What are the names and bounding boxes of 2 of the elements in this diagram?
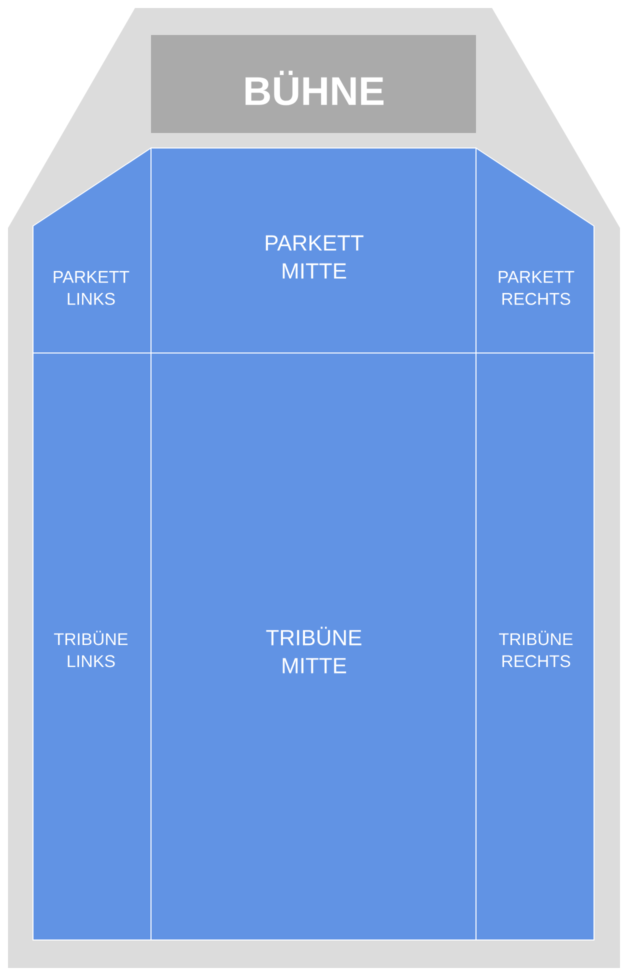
seating-block: PARKETT LINKS bbox=[32, 147, 152, 354]
stage-area: BÜHNE bbox=[151, 35, 476, 133]
